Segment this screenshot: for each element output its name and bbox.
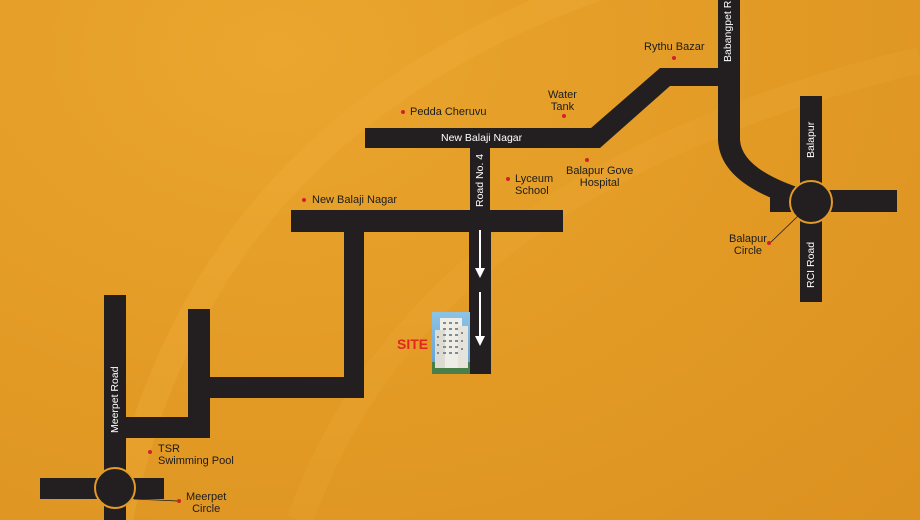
- road-new-balaji-nagar-upper: [365, 128, 600, 148]
- balapur-circle-line-2: Circle: [733, 245, 763, 257]
- meerpet-circle-line-1: Meerpet: [186, 491, 227, 503]
- road-connector-vertical-2: [188, 309, 210, 438]
- road-label-rci-road: RCI Road: [805, 241, 817, 288]
- pedda-cheruvu-marker: [401, 110, 405, 114]
- water-tank-line-1: Water: [548, 89, 577, 101]
- water-tank-label: Water Tank: [548, 89, 577, 113]
- road-connector-vertical-1: [344, 232, 364, 398]
- rythu-bazar-label: Rythu Bazar: [644, 41, 705, 53]
- leader-lines: [133, 215, 799, 502]
- road-label-road-no-4: Road No. 4: [474, 153, 486, 207]
- road-new-balaji-nagar-lower: [291, 210, 563, 232]
- road-meerpet-road: [104, 295, 126, 520]
- balapur-gove-hospital-marker: [585, 158, 589, 162]
- water-tank-line-2: Tank: [550, 101, 575, 113]
- background-swooshes: [107, 0, 920, 520]
- meerpet-circle-leader: [133, 498, 179, 502]
- meerpet-circle-roundabout: [94, 467, 136, 509]
- pedda-cheruvu-label: Pedda Cheruvu: [410, 106, 487, 118]
- site-label: SITE: [397, 336, 429, 352]
- road-label-meerpet-road: Meerpet Road: [109, 366, 121, 433]
- circles: [94, 180, 833, 509]
- balapur-circle-roundabout: [789, 180, 833, 224]
- road-connector-horizontal-1: [188, 377, 364, 398]
- road-road-no-4: [470, 148, 490, 210]
- lyceum-school-line-2: School: [515, 185, 549, 197]
- tsr-swimming-pool-line-2: Swimming Pool: [158, 455, 234, 467]
- site-building-image: [432, 312, 470, 374]
- arrow-down-1-head: [475, 268, 485, 278]
- meerpet-circle-label: Meerpet Circle: [186, 491, 226, 515]
- balapur-circle-label: Balapur Circle: [729, 233, 767, 257]
- new-balaji-nagar-label: New Balaji Nagar: [312, 194, 397, 206]
- water-tank-marker: [562, 114, 566, 118]
- direction-arrows: [475, 230, 485, 346]
- road-label-new-balaji-nagar: New Balaji Nagar: [441, 132, 523, 144]
- tsr-swimming-pool-label: TSR Swimming Pool: [158, 443, 234, 467]
- tsr-swimming-pool-marker: [148, 450, 152, 454]
- road-connector-horizontal-2: [104, 417, 210, 438]
- lyceum-school-label: Lyceum School: [515, 173, 553, 197]
- meerpet-circle-line-2: Circle: [192, 503, 221, 515]
- rythu-bazar-marker: [672, 56, 676, 60]
- lyceum-school-line-1: Lyceum: [515, 173, 554, 185]
- balapur-circle-leader: [769, 215, 799, 244]
- road-label-balapur: Balapur: [805, 121, 817, 158]
- balapur-circle-marker: [767, 241, 771, 245]
- arrow-down-2-head: [475, 336, 485, 346]
- building-icon: [432, 318, 470, 374]
- lyceum-school-marker: [506, 177, 510, 181]
- balapur-gove-hospital-line-2: Hospital: [579, 177, 620, 189]
- balapur-gove-hospital-label: Balapur Gove Hospital: [566, 165, 633, 189]
- road-label-babangpet-road: Babangpet R: [722, 0, 734, 62]
- roads: [40, 0, 897, 520]
- balapur-circle-line-1: Balapur: [729, 233, 767, 245]
- tsr-swimming-pool-line-1: TSR: [158, 443, 180, 455]
- road-babangpet-road: [718, 0, 740, 140]
- new-balaji-nagar-marker: [302, 198, 306, 202]
- meerpet-circle-marker: [177, 499, 181, 503]
- balapur-gove-hospital-line-1: Balapur Gove: [566, 165, 634, 177]
- road-diagonal-to-rythu-bazar: [591, 68, 670, 148]
